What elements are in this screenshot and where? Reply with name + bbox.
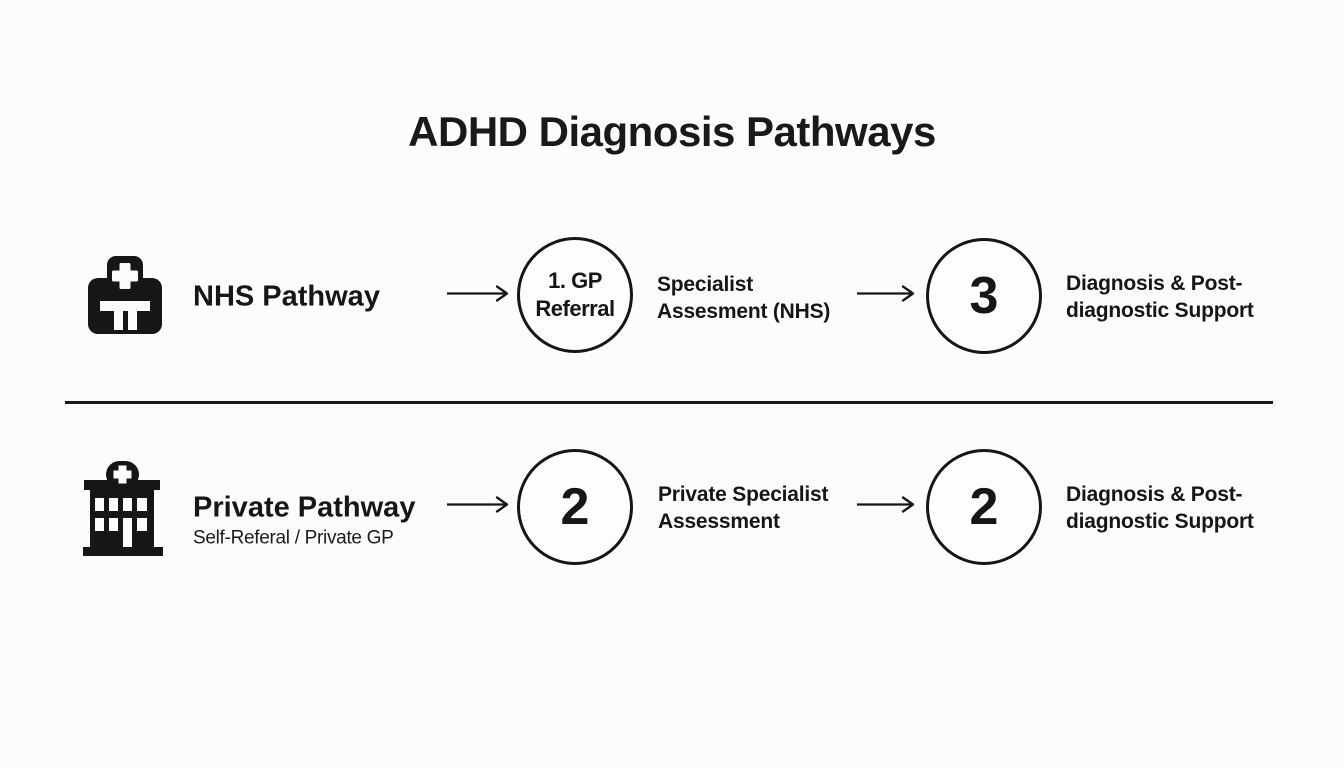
step-circle-2-private-specialist: 2 <box>517 449 633 565</box>
private-pathway-label: Private Pathway <box>193 491 416 524</box>
step-circle-gp-referral: 1. GP Referral <box>517 237 633 353</box>
row-divider-line <box>65 401 1273 404</box>
step-caption-diagnosis-support-nhs: Diagnosis & Post- diagnostic Support <box>1066 272 1254 322</box>
arrow-right-icon <box>446 285 510 308</box>
step-circle-label: 1. GP Referral <box>535 268 615 321</box>
step-circle-label: 2 <box>969 478 999 536</box>
step-circle-label: 3 <box>969 267 999 325</box>
page-title: ADHD Diagnosis Pathways <box>408 108 936 155</box>
step-caption-private-specialist-assessment: Private Specialist Assessment <box>658 483 829 533</box>
arrow-right-icon <box>446 496 510 519</box>
hospital-building-icon <box>79 461 167 558</box>
step-caption-diagnosis-support-private: Diagnosis & Post- diagnostic Support <box>1066 483 1254 533</box>
hospital-cross-icon <box>88 256 162 334</box>
step-circle-label: 2 <box>560 478 590 536</box>
nhs-pathway-label: NHS Pathway <box>193 280 380 313</box>
step-circle-2-diagnosis: 2 <box>926 449 1042 565</box>
step-caption-specialist-assessment-nhs: Specialist Assesment (NHS) <box>657 273 831 323</box>
private-pathway-sublabel: Self-Referal / Private GP <box>193 527 394 549</box>
private-pathway-label-block: Private Pathway Self-Referal / Private G… <box>193 491 415 552</box>
arrow-right-icon <box>856 285 916 308</box>
arrow-right-icon <box>856 496 916 519</box>
step-circle-3: 3 <box>926 238 1042 354</box>
